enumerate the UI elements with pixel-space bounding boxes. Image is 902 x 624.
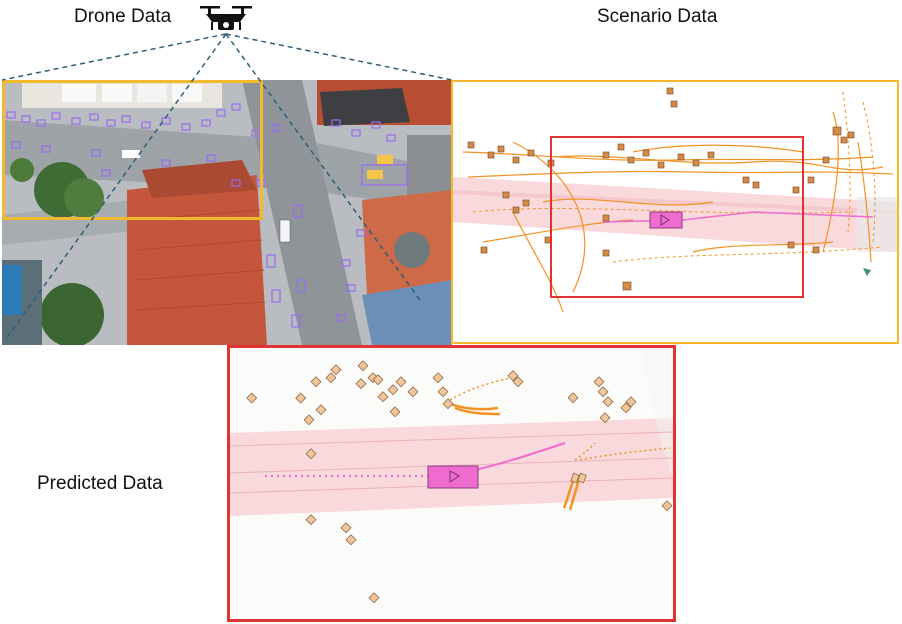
scenario-crop-highlight-box [550, 136, 804, 298]
drone-crop-highlight-box [2, 80, 263, 220]
predicted-data-panel [227, 345, 676, 622]
drone-icon [200, 6, 252, 30]
drone-data-label: Drone Data [74, 6, 172, 27]
scenario-data-panel [451, 80, 899, 344]
predicted-data-label: Predicted Data [37, 473, 163, 494]
scenario-data-label: Scenario Data [597, 6, 718, 27]
